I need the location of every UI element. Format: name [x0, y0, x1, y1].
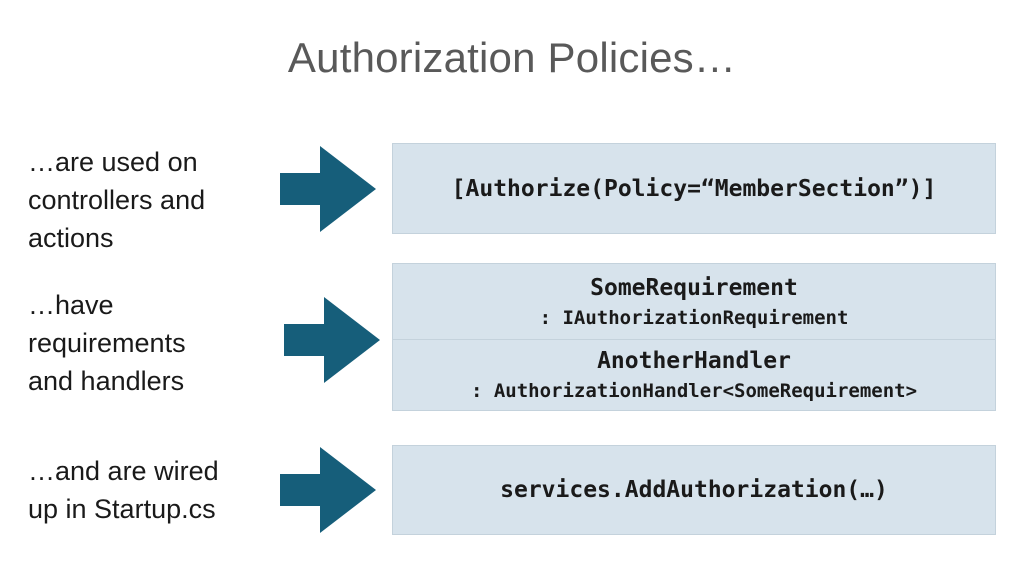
row-label-line: …are used on: [28, 147, 198, 177]
handler-box: AnotherHandler : AuthorizationHandler<So…: [392, 339, 996, 411]
row-label-startup: …and are wired up in Startup.cs: [28, 452, 219, 528]
row-label-usage: …are used on controllers and actions: [28, 143, 205, 257]
services-box: services.AddAuthorization(…): [392, 445, 996, 535]
right-arrow-icon: [284, 297, 380, 383]
row-label-line: and handlers: [28, 366, 185, 396]
requirement-box: SomeRequirement : IAuthorizationRequirem…: [392, 263, 996, 340]
requirement-base: : IAuthorizationRequirement: [539, 306, 849, 329]
right-arrow-icon: [280, 146, 376, 232]
row-label-line: actions: [28, 223, 114, 253]
row-label-line: requirements: [28, 328, 186, 358]
authorize-attribute-box: [Authorize(Policy=“MemberSection”)]: [392, 143, 996, 234]
row-label-line: up in Startup.cs: [28, 494, 216, 524]
row-label-requirements: …have requirements and handlers: [28, 286, 186, 400]
requirement-name: SomeRequirement: [590, 274, 798, 301]
page-title: Authorization Policies…: [287, 34, 737, 81]
row-label-line: …have: [28, 290, 114, 320]
handler-base: : AuthorizationHandler<SomeRequirement>: [470, 380, 918, 402]
right-arrow-icon: [280, 447, 376, 533]
row-label-line: controllers and: [28, 185, 206, 215]
services-code: services.AddAuthorization(…): [500, 477, 888, 503]
row-label-line: …and are wired: [28, 456, 219, 486]
authorize-attribute-code: [Authorize(Policy=“MemberSection”)]: [451, 175, 937, 202]
handler-name: AnotherHandler: [597, 348, 791, 374]
